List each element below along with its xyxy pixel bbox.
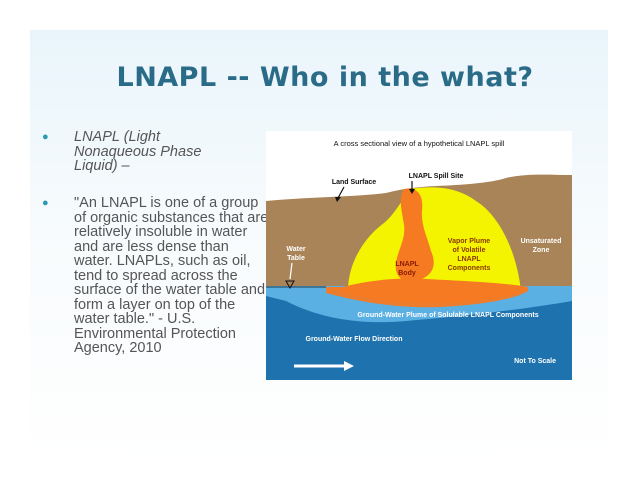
land-surface-arrow-icon: [337, 186, 345, 199]
label-not-to-scale: Not To Scale: [514, 358, 556, 365]
label-of-volatile: of Volatile: [453, 247, 486, 254]
land-surface-arrowhead-icon: [335, 197, 341, 202]
lnapl-pancake: [336, 278, 528, 303]
diagram-caption: A cross sectional view of a hypothetical…: [334, 139, 505, 148]
diagram-svg: A cross sectional view of a hypothetical…: [266, 131, 572, 380]
label-zone: Zone: [533, 247, 550, 254]
label-water: Water: [286, 246, 305, 253]
vapor-plume: [348, 187, 521, 291]
label-flow-direction: Ground-Water Flow Direction: [306, 336, 403, 343]
label-vapor-plume: Vapor Plume: [448, 238, 491, 245]
slide: LNAPL -- Who in the what? ● LNAPL (Light…: [30, 30, 608, 463]
flow-direction-arrowhead-icon: [344, 361, 354, 371]
spill-site-arrowhead-icon: [409, 189, 415, 194]
water-table-arrow-icon: [289, 262, 293, 280]
label-lnapl-body-1: LNAPL: [395, 261, 419, 268]
label-lnapl: LNAPL: [457, 256, 481, 263]
label-unsaturated: Unsaturated: [521, 238, 562, 245]
bullet-text-quote: "An LNAPL is one of a group of organic s…: [74, 195, 269, 356]
label-lnapl-body-2: Body: [398, 270, 416, 277]
lnapl-body: [395, 188, 434, 282]
label-land-surface: Land Surface: [332, 179, 376, 186]
lnapl-cross-section-diagram: A cross sectional view of a hypothetical…: [266, 131, 572, 380]
label-table: Table: [287, 255, 305, 262]
bullet-text-definition: LNAPL (Light Nonaqueous Phase Liquid) –: [74, 129, 202, 174]
water-table-marker-icon: [285, 280, 295, 290]
label-spill-site: LNAPL Spill Site: [409, 173, 464, 180]
label-components: Components: [448, 265, 491, 272]
label-gw-plume: Ground-Water Plume of Solulable LNAPL Co…: [357, 312, 538, 319]
slide-title: LNAPL -- Who in the what?: [116, 62, 534, 93]
circle-bullet-icon: ●: [42, 131, 49, 143]
circle-bullet-icon: ●: [42, 197, 49, 209]
